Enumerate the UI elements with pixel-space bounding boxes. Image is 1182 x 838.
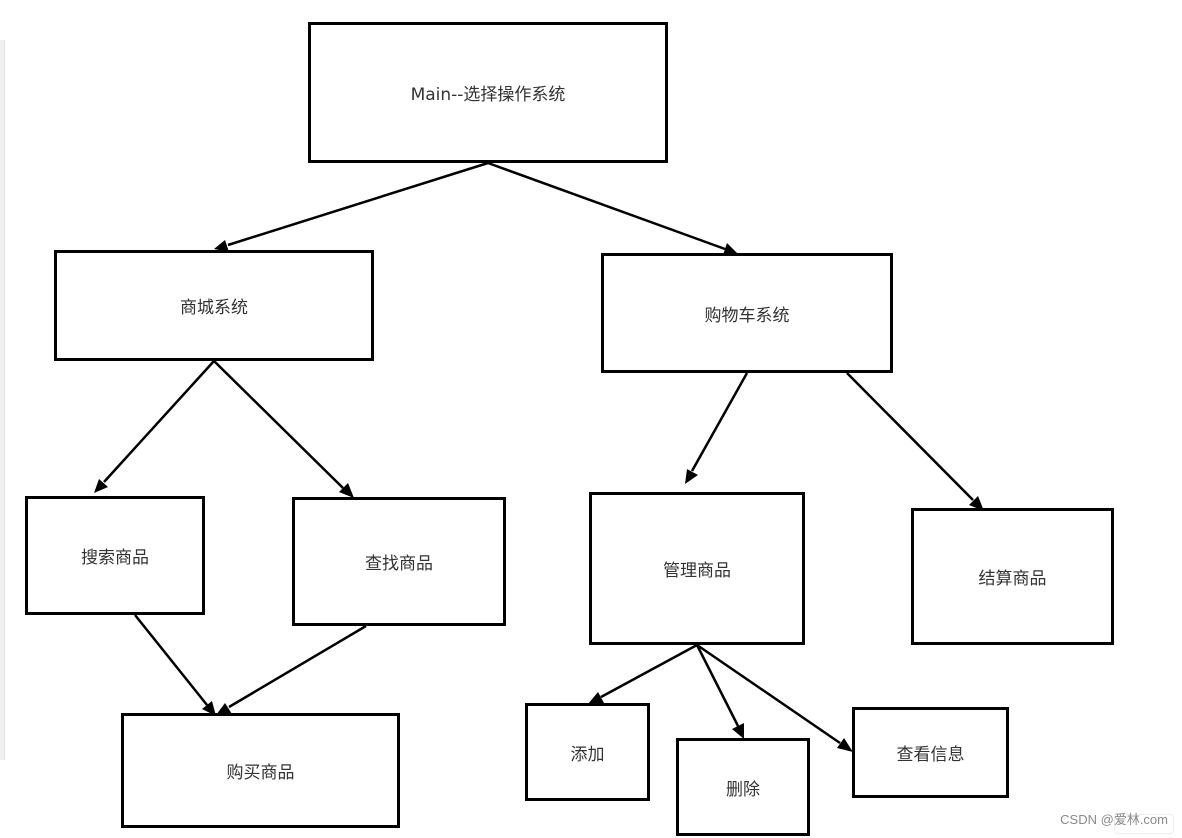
node-buy-product-label: 购买商品: [226, 763, 295, 783]
node-cart-system: 购物车系统: [601, 253, 893, 373]
node-manage-product-label: 管理商品: [663, 561, 731, 581]
edge-cart-to-manage: [690, 372, 749, 472]
edge-search-to-buy: [134, 614, 208, 706]
edge-manage-to-add: [600, 643, 698, 699]
node-add-label: 添加: [570, 744, 605, 765]
edge-cart-to-settle: [846, 372, 974, 501]
edge-main-to-cart: [487, 161, 726, 251]
corner-chip: [1114, 814, 1174, 834]
node-delete: 删除: [676, 738, 810, 836]
node-settle-product-label: 结算商品: [978, 569, 1047, 589]
node-view-info: 查看信息: [852, 707, 1009, 798]
edge-manage-to-delete: [695, 644, 740, 727]
node-mall-system: 商城系统: [54, 250, 374, 361]
node-main: Main--选择操作系统: [308, 22, 668, 163]
node-delete-label: 删除: [726, 779, 760, 800]
arrowhead-manage: [685, 469, 698, 484]
edge-find-to-buy: [228, 624, 367, 709]
arrowhead-delete: [732, 723, 744, 739]
node-search-product-label: 搜索商品: [81, 548, 149, 568]
edge-mall-to-find: [213, 360, 344, 489]
node-main-label: Main--选择操作系统: [410, 85, 566, 105]
watermark-text: CSDN @爱林.com: [1060, 812, 1168, 827]
node-settle-product: 结算商品: [911, 508, 1114, 645]
arrowhead-find: [339, 483, 354, 498]
node-find-product: 查找商品: [292, 497, 506, 626]
node-mall-system-label: 商城系统: [180, 298, 248, 318]
node-add: 添加: [525, 703, 650, 801]
node-manage-product: 管理商品: [589, 492, 805, 645]
edge-mall-to-search: [103, 360, 215, 483]
node-buy-product: 购买商品: [121, 713, 400, 828]
arrowhead-search: [94, 479, 108, 493]
left-edge-divider: [0, 40, 5, 760]
node-find-product-label: 查找商品: [365, 554, 433, 574]
edge-main-to-mall: [227, 161, 489, 247]
node-search-product: 搜索商品: [25, 496, 205, 615]
arrowhead-view: [837, 738, 853, 752]
edge-manage-to-view: [696, 643, 841, 745]
node-view-info-label: 查看信息: [896, 745, 965, 765]
node-cart-system-label: 购物车系统: [704, 305, 790, 326]
